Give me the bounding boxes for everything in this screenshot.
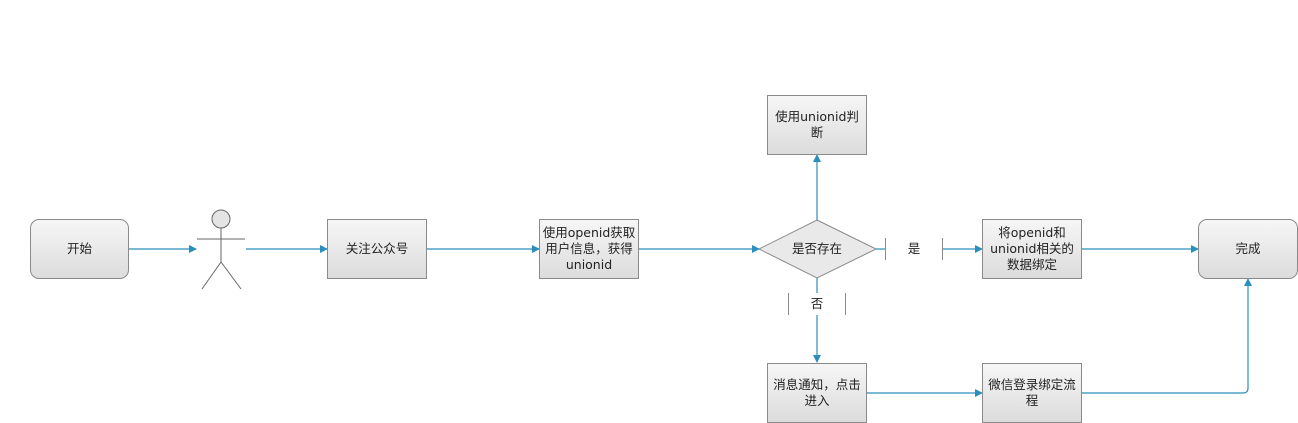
- follow-label: 关注公众号: [345, 241, 409, 256]
- edge-login-to-done: [1082, 278, 1252, 394]
- yes-label-box: 是: [885, 238, 943, 260]
- no-label: 否: [810, 296, 824, 311]
- get-info-label: 使用openid获取用户信息，获得unionid: [542, 225, 636, 272]
- yes-label: 是: [907, 241, 921, 256]
- notify-label: 消息通知，点击进入: [773, 377, 861, 408]
- done-node: 完成: [1198, 219, 1298, 279]
- get-info-node: 使用openid获取用户信息，获得unionid: [539, 219, 639, 279]
- notify-node: 消息通知，点击进入: [767, 363, 867, 423]
- no-label-box: 否: [788, 293, 846, 315]
- bind-node: 将openid和unionid相关的数据绑定: [982, 219, 1082, 279]
- judge-label: 使用unionid判断: [775, 109, 859, 140]
- done-label: 完成: [1235, 241, 1261, 256]
- start-node: 开始: [30, 219, 129, 279]
- bind-label: 将openid和unionid相关的数据绑定: [990, 225, 1074, 272]
- follow-node: 关注公众号: [327, 219, 427, 279]
- wechat-login-label: 微信登录绑定流程: [988, 377, 1076, 408]
- start-label: 开始: [66, 241, 92, 256]
- user-actor-icon: [197, 209, 245, 290]
- wechat-login-node: 微信登录绑定流程: [982, 363, 1082, 423]
- judge-node: 使用unionid判断: [767, 95, 867, 155]
- decision-label: 是否存在: [791, 241, 842, 256]
